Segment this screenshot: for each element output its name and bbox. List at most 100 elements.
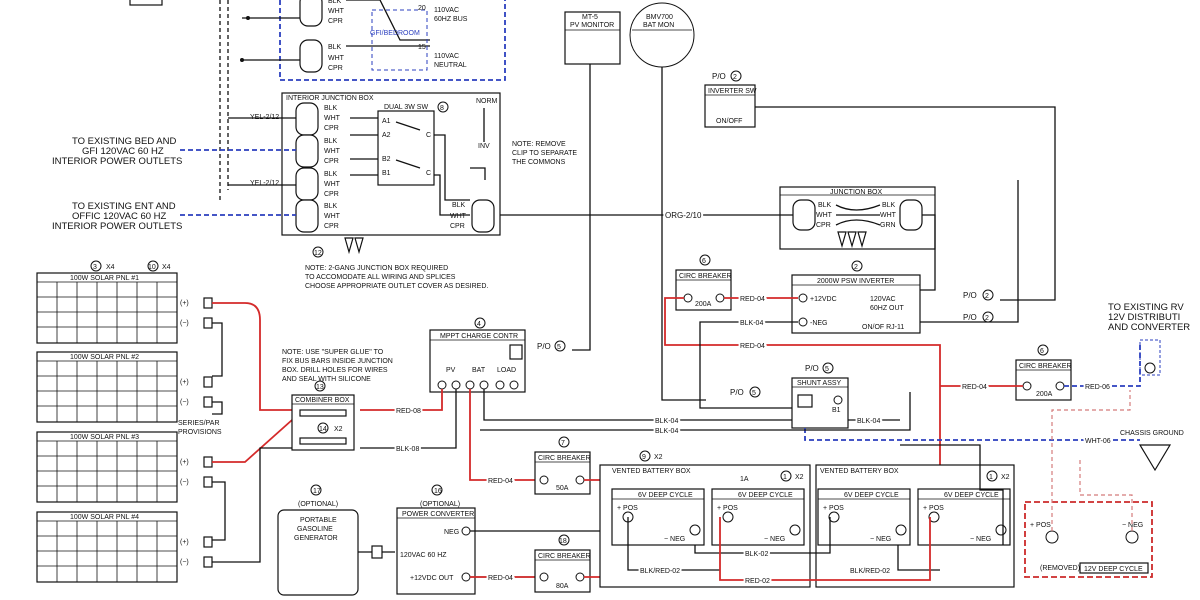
terminal-label: C [426, 170, 431, 177]
terminal-label: B2 [382, 156, 391, 163]
battery-box-title: VENTED BATTERY BOX [820, 468, 899, 475]
wire-label: RED-04 [488, 575, 513, 582]
cb-title: CIRC BREAKER [538, 553, 591, 560]
wire-label: CPR [324, 191, 339, 198]
wire-label: RED-08 [396, 408, 421, 415]
panel-minus: (−) [180, 320, 189, 327]
callout-number: 2 [733, 74, 737, 81]
wire-label: BLK [328, 0, 342, 5]
solar-panel: 100W SOLAR PNL #1 (+) (−) [36, 272, 213, 344]
wire-label: RED-02 [745, 578, 770, 585]
ijb-title: INTERIOR JUNCTION BOX [286, 95, 374, 102]
qty-label: X4 [106, 264, 115, 271]
wire-label: BLK-02 [745, 551, 768, 558]
solar-panel: 100W SOLAR PNL #4(+)(−) [36, 511, 213, 583]
callout-number: 1 [783, 474, 787, 481]
wire-label: BLK [324, 105, 338, 112]
po-label: P/O [805, 364, 819, 373]
battery-neg: − NEG [970, 536, 991, 543]
wire-label: ORG-2/10 [665, 211, 702, 220]
battery-pos: + POS [823, 505, 844, 512]
wire-label: CPR [324, 223, 339, 230]
junction-box: JUNCTION BOX BLK WHT CPR BLK WHT GRN ORG… [500, 186, 936, 291]
top-ac-outlets: BLK WHT CPR BLK WHT CPR GFI/BEDROOM 20 1… [129, 0, 506, 200]
chassis-ground-label: CHASSIS GROUND [1120, 430, 1184, 437]
wire-label: BLK/RED-02 [850, 568, 890, 575]
removed-label: (REMOVED) [1040, 565, 1080, 572]
callout-number: 17 [313, 488, 321, 495]
pv-monitor-name: PV MONITOR [570, 22, 614, 29]
wire-label: BLK/RED-02 [640, 568, 680, 575]
wire-label: WHT-06 [1085, 438, 1111, 445]
callout-number: 12 [314, 250, 322, 257]
callout-number: 3 [93, 264, 97, 271]
breaker-num: 15 [418, 44, 426, 51]
cb-title: CIRC BREAKER [679, 273, 732, 280]
switch-norm-label: NORM [476, 98, 498, 105]
wire-label: RED-04 [962, 384, 987, 391]
battery-wiring: BLK/RED-02 BLK-02 BLK/RED-02 RED-02 [627, 444, 1004, 587]
wire-label: BLK [324, 203, 338, 210]
pv-monitor-model: MT-5 [582, 14, 598, 21]
inverter-switch: P/O 2 INVERTER SW ON/OFF [704, 70, 1056, 301]
solar-panel-label: 100W SOLAR PNL #3 [70, 434, 139, 441]
po-label: P/O [537, 342, 551, 351]
wire-label: WHT [816, 212, 833, 219]
wire-label: CPR [816, 222, 831, 229]
battery-pos: + POS [617, 505, 638, 512]
converter-optional: (OPTIONAL) [420, 501, 460, 508]
panel-plus: (+) [180, 300, 189, 307]
cb-title: CIRC BREAKER [1019, 363, 1072, 370]
wire-label: BLK [324, 171, 338, 178]
callout-number: 5 [825, 366, 829, 373]
generator-optional: (OPTIONAL) [298, 501, 338, 508]
battery-6v: 6V DEEP CYCLE+ POS− NEG [711, 488, 805, 546]
wire-label: WHT [324, 148, 341, 155]
psw-rj: ON/OF RJ-11 [862, 324, 904, 331]
panel-minus: (−) [180, 479, 189, 486]
wire-label: CPR [328, 18, 343, 25]
bat-mon-name: BAT MON [643, 22, 674, 29]
callout-number: 18 [559, 538, 567, 545]
callout-number: 16 [434, 488, 442, 495]
pv-monitor: MT-5 PV MONITOR [564, 11, 621, 351]
cb-amps: 200A [695, 301, 712, 308]
wire-label: BLK [452, 202, 466, 209]
callout-number: 9 [642, 454, 646, 461]
wire-label: BLK [818, 202, 832, 209]
wire-label: WHT [328, 55, 345, 62]
solar-panel-label: 100W SOLAR PNL #1 [70, 275, 139, 282]
callout-number: 4 [477, 321, 481, 328]
callout-number: 5 [557, 344, 561, 351]
psw-title: 2000W PSW INVERTER [817, 278, 894, 285]
removed-pos: + POS [1030, 522, 1051, 529]
solar-panel-label: 100W SOLAR PNL #2 [70, 354, 139, 361]
battery-name: 6V DEEP CYCLE [844, 492, 899, 499]
qty-label: X2 [334, 426, 343, 433]
wire-label: CPR [324, 158, 339, 165]
converter-neg: NEG [444, 529, 459, 536]
wire-label: CPR [450, 223, 465, 230]
panel-plus: (+) [180, 539, 189, 546]
solar-panel: 100W SOLAR PNL #3(+)(−) [36, 431, 213, 503]
psw-pos: +12VDC [810, 296, 837, 303]
panel-minus: (−) [180, 399, 189, 406]
po-label: P/O [730, 388, 744, 397]
wire-label: WHT [324, 115, 341, 122]
callout-number: 1 [989, 474, 993, 481]
gfi-label: GFI/BEDROOM [370, 30, 420, 37]
po-label: P/O [963, 291, 977, 300]
panel-plus: (+) [180, 379, 189, 386]
bat-mon-model: BMV700 [646, 14, 673, 21]
